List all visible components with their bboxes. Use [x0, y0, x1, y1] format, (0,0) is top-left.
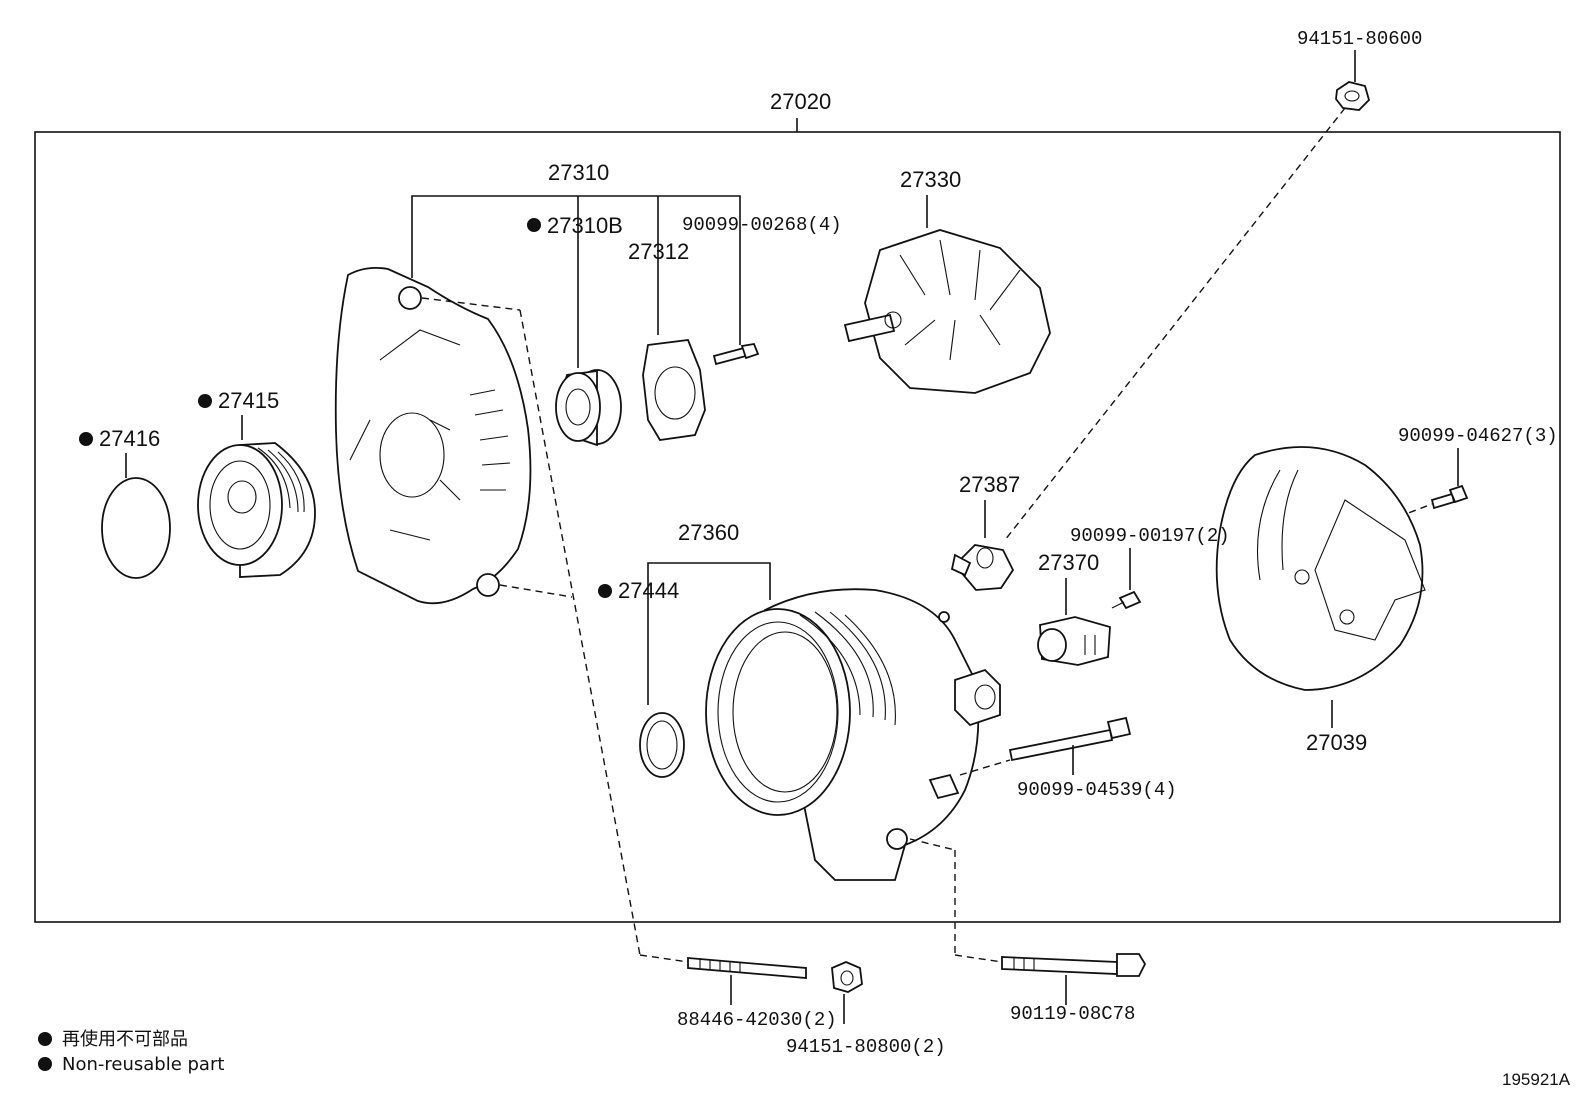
label-27444: 27444 [618, 578, 679, 603]
label-27312: 27312 [628, 239, 689, 264]
bolt-90099-04539 [1008, 716, 1132, 762]
legend-marker [38, 1032, 52, 1046]
label-88446-42030: 88446-42030(2) [677, 1009, 837, 1031]
nut-94151-80800 [831, 961, 863, 993]
label-90099-04539: 90099-04539(4) [1017, 779, 1177, 801]
label-27310: 27310 [548, 160, 609, 185]
label-27330: 27330 [900, 167, 961, 192]
label-27415: 27415 [218, 388, 279, 413]
non-reusable-marker [79, 432, 93, 446]
cap-27416 [101, 477, 171, 579]
label-94151-80600: 94151-80600 [1297, 28, 1422, 50]
regulator-27370 [1037, 616, 1111, 666]
pulley-27415 [197, 442, 316, 578]
insulator-27387 [950, 544, 1015, 591]
label-27310B: 27310B [547, 213, 623, 238]
nut-94151-80600 [1335, 81, 1371, 111]
bearing-27310B [555, 369, 622, 447]
label-27416: 27416 [99, 426, 160, 451]
label-27360: 27360 [678, 520, 739, 545]
non-reusable-marker [527, 218, 541, 232]
legend-jp: 再使用不可部品 [62, 1029, 188, 1050]
bolt-90099-00268 [712, 342, 760, 366]
legend-en: Non-reusable part [62, 1054, 224, 1075]
rotor-27330 [843, 229, 1051, 394]
bolt-90119-08C78 [1001, 953, 1147, 977]
stud-88446-42030 [687, 957, 807, 979]
bushing-27444 [639, 712, 685, 778]
non-reusable-marker [198, 394, 212, 408]
label-90099-00197: 90099-00197(2) [1070, 525, 1230, 547]
drive-end-frame-27310 [334, 266, 532, 605]
bolt-90099-04627 [1430, 484, 1469, 510]
label-90099-04627: 90099-04627(3) [1398, 425, 1558, 447]
retainer-plate-27312 [642, 339, 706, 441]
label-94151-80800: 94151-80800(2) [786, 1036, 946, 1058]
label-90099-00268: 90099-00268(4) [682, 214, 842, 236]
label-assembly: 27020 [770, 89, 831, 114]
reference-code: 195921A [1502, 1070, 1571, 1089]
frame-27360 [705, 588, 1001, 881]
label-27387: 27387 [959, 472, 1020, 497]
label-27039: 27039 [1306, 730, 1367, 755]
legend-marker [38, 1057, 52, 1071]
rear-cover-27039 [1215, 446, 1426, 691]
label-27370: 27370 [1038, 550, 1099, 575]
label-90119-08C78: 90119-08C78 [1010, 1003, 1135, 1025]
non-reusable-marker [598, 584, 612, 598]
screw-90099-00197 [1111, 590, 1142, 610]
